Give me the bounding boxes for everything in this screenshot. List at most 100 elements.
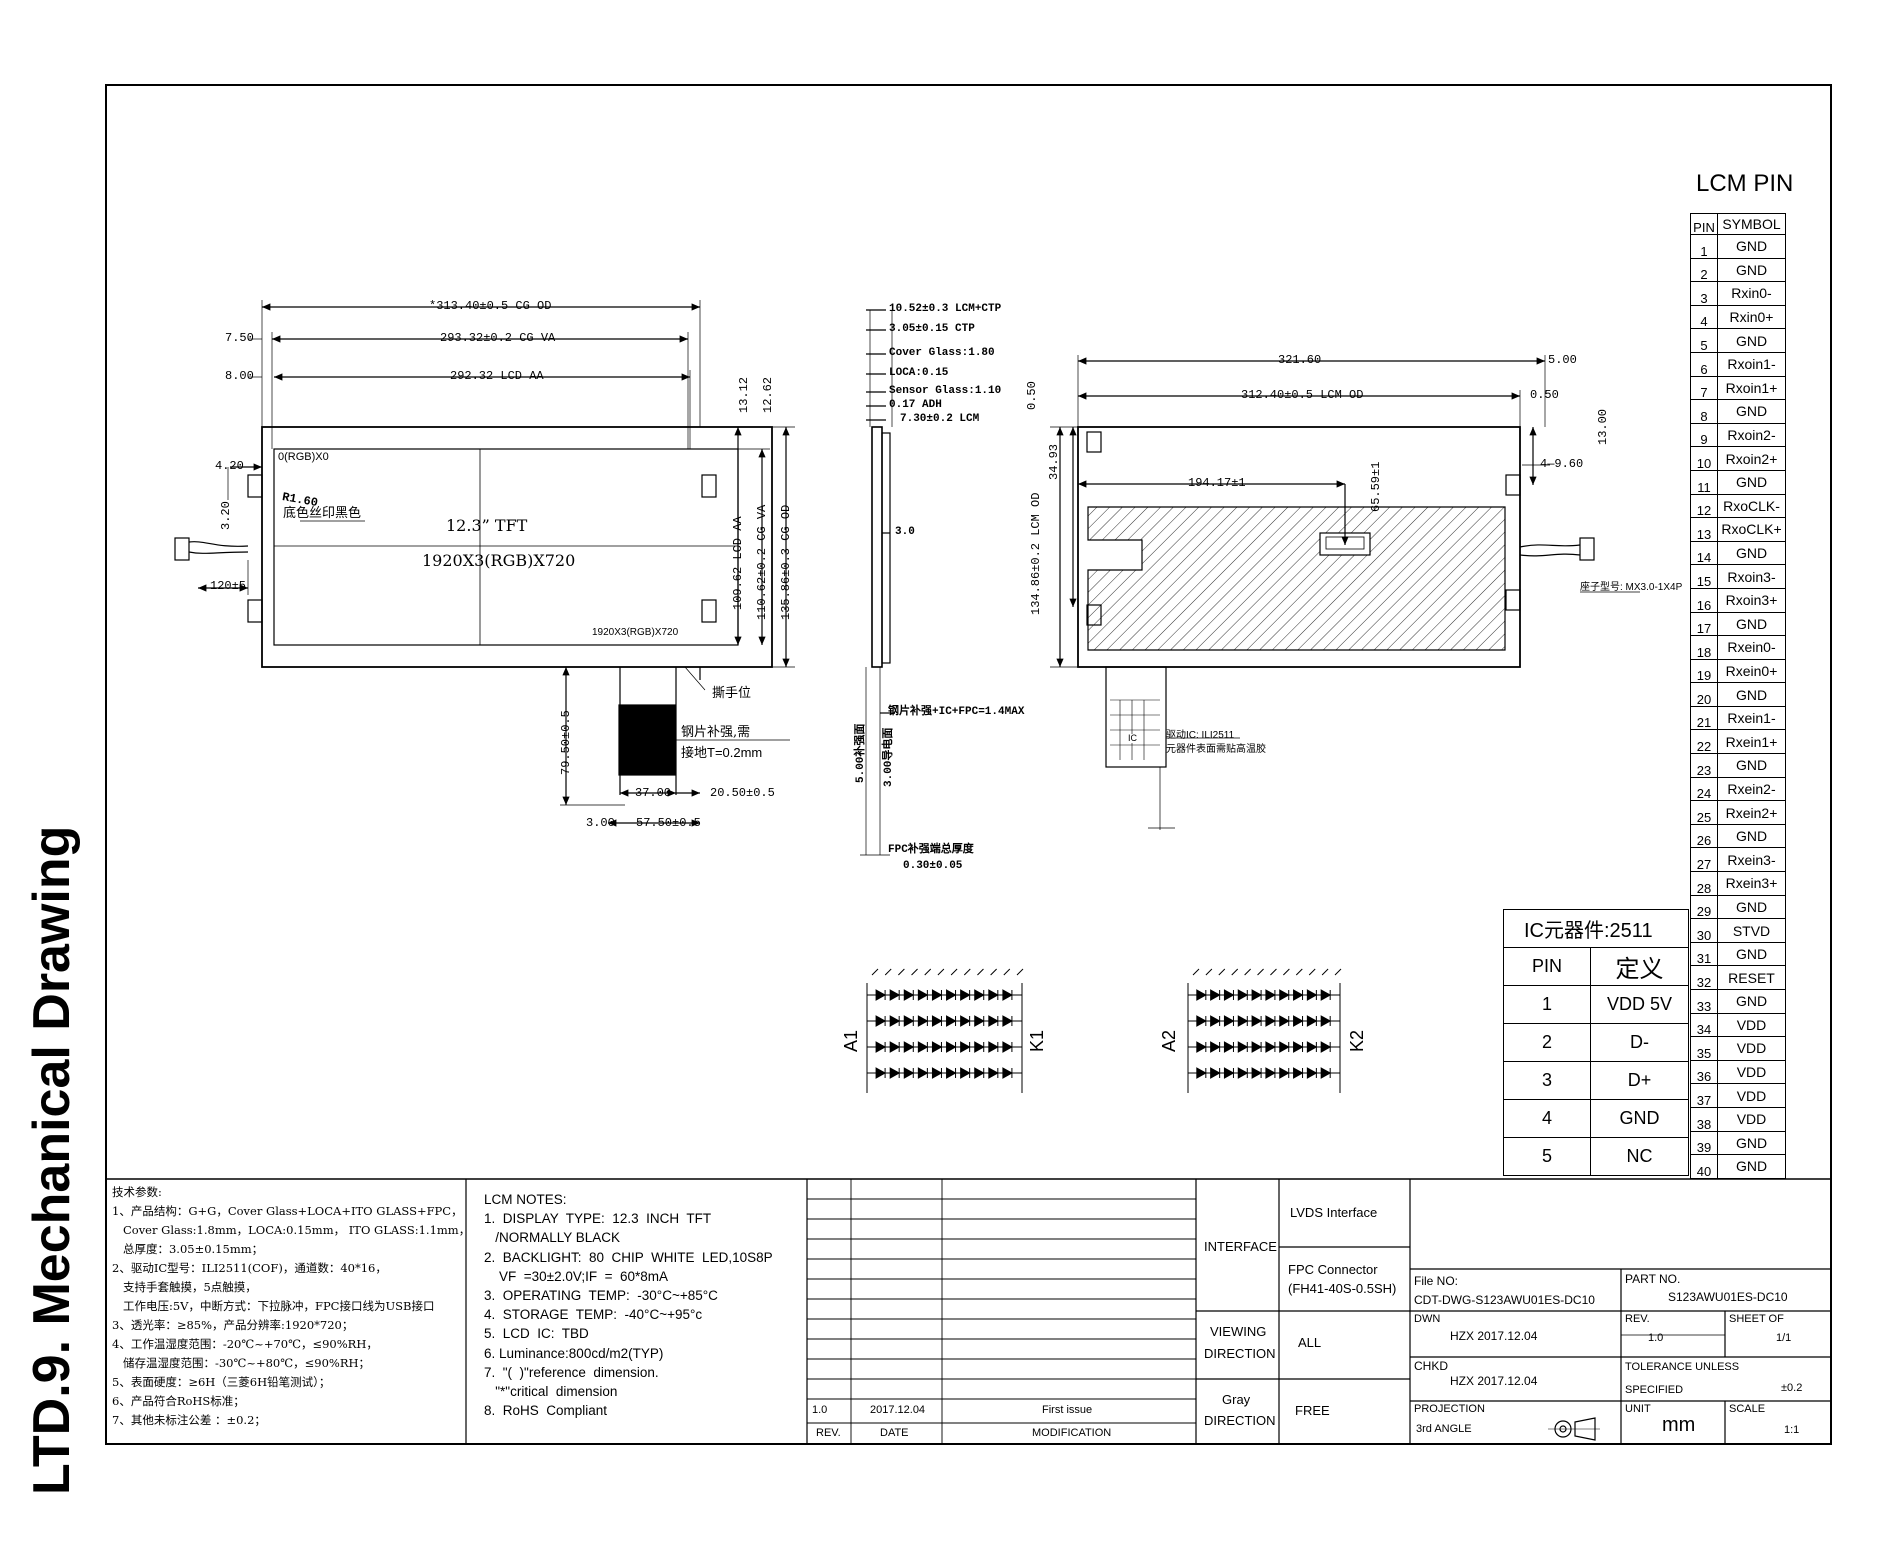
- pin-number: 12: [1690, 493, 1718, 519]
- pin-number: 25: [1690, 800, 1718, 825]
- pin-number: 22: [1690, 729, 1718, 755]
- pin-symbol: Rxein2+: [1717, 800, 1786, 825]
- fpc-steel: [618, 704, 676, 776]
- pin-number: 24: [1690, 776, 1718, 802]
- ic-pin: 1: [1503, 985, 1591, 1024]
- back-194-17: 194.17±1: [1188, 476, 1246, 490]
- lcm-pin-title: LCM PIN: [1696, 170, 1794, 197]
- pin-number: 23: [1690, 753, 1718, 778]
- pin-number: 8: [1690, 399, 1718, 424]
- led-diode: [1265, 989, 1276, 1001]
- pin-symbol: RxoCLK+: [1717, 517, 1786, 542]
- led-emission-ray: [1270, 968, 1277, 976]
- led-diode: [917, 1067, 929, 1079]
- pin-number: 10: [1690, 446, 1718, 471]
- led-emission-ray: [911, 968, 918, 976]
- tech-param-line: 4、工作温湿度范围：-20℃~+70℃，≤90%RH，: [112, 1337, 378, 1351]
- ic-definition: GND: [1590, 1099, 1689, 1138]
- led-diode: [1223, 1041, 1235, 1053]
- scale-label: SCALE: [1729, 1403, 1766, 1415]
- pin-symbol: Rxein0+: [1717, 658, 1786, 684]
- lcm-notes-title: LCM NOTES:: [484, 1192, 567, 1207]
- led-diode: [1002, 1041, 1013, 1053]
- tech-param-line: 5、表面硬度：≥6H（三菱6H铅笔测试）；: [112, 1375, 331, 1389]
- led-diode: [903, 1067, 915, 1079]
- pin-symbol: GND: [1717, 823, 1786, 849]
- dwn-value: HZX 2017.12.04: [1450, 1329, 1538, 1343]
- led-diode: [917, 1015, 929, 1027]
- back-0-50-right: 0.50: [1530, 388, 1559, 402]
- led-diode: [946, 1041, 957, 1053]
- tech-param-line: 3、透光率：≥85%，产品分辨率:1920*720；: [112, 1318, 354, 1332]
- pin-symbol: VDD: [1717, 1059, 1786, 1085]
- pin-number: 6: [1690, 351, 1718, 377]
- gray-value: FREE: [1295, 1403, 1330, 1418]
- pin-symbol: Rxein2-: [1717, 776, 1786, 802]
- rev-col-header: REV.: [816, 1427, 841, 1439]
- pin-number: 14: [1690, 540, 1718, 566]
- led-diode: [974, 1041, 985, 1053]
- dim-lcd-aa-height: 109.62 LCD AA: [731, 516, 745, 610]
- led-diode: [1251, 1067, 1263, 1079]
- pin-number: 11: [1690, 469, 1718, 495]
- led-emission-ray: [1003, 968, 1011, 976]
- display-size-label: 12.3” TFT: [446, 516, 528, 535]
- pin-symbol: Rxoin2+: [1717, 446, 1786, 471]
- pin-symbol: Rxin0+: [1717, 304, 1786, 330]
- ic-table-title: IC元器件:2511: [1503, 909, 1689, 948]
- projection-value: 3rd ANGLE: [1416, 1423, 1472, 1435]
- led-emission-ray: [1244, 968, 1251, 976]
- active-area: [273, 448, 739, 646]
- led-diode: [1265, 1041, 1276, 1053]
- lcm-note-line: 1. DISPLAY TYPE: 12.3 INCH TFT: [484, 1211, 712, 1227]
- pin-symbol: RESET: [1717, 965, 1786, 990]
- led-diode: [1237, 1067, 1249, 1079]
- led-diode: [1320, 1015, 1332, 1027]
- led-diode: [988, 1067, 999, 1079]
- pin-number: 36: [1690, 1059, 1718, 1085]
- tech-param-line: 工作电压:5V，中断方式：下拉脉冲，FPC接口线为USB接口: [112, 1299, 435, 1313]
- led-emission-ray: [1295, 968, 1303, 976]
- connector-model-label: 座子型号: MX3.0-1X4P: [1580, 582, 1683, 593]
- side-ic-fpc: 钢片补强+IC+FPC=1.4MAX: [888, 706, 1025, 718]
- unit-label: UNIT: [1625, 1403, 1651, 1415]
- pin-number: 33: [1690, 989, 1718, 1014]
- pin-symbol: VDD: [1717, 1083, 1786, 1108]
- side-lcm: 7.30±0.2 LCM: [900, 413, 980, 425]
- tech-param-line: 储存温湿度范围：-30℃~+80℃，≤90%RH；: [112, 1356, 371, 1370]
- chkd-value: HZX 2017.12.04: [1450, 1374, 1538, 1388]
- led-diode: [875, 1015, 887, 1027]
- lcm-note-line: VF =30±2.0V;IF = 60*8mA: [484, 1268, 668, 1284]
- pin-symbol: Rxin0-: [1717, 281, 1786, 306]
- pin-number: 40: [1690, 1154, 1718, 1179]
- dwn-label: DWN: [1414, 1313, 1441, 1325]
- pin-number: 38: [1690, 1106, 1718, 1132]
- led-diode: [903, 1041, 915, 1053]
- sheet-value: 1/1: [1776, 1332, 1792, 1344]
- led-diode: [946, 1067, 957, 1079]
- part-no: S123AWU01ES-DC10: [1668, 1290, 1788, 1304]
- pin-number: 29: [1690, 894, 1718, 920]
- tear-tab-label: 撕手位: [712, 686, 752, 701]
- lcm-note-line: 5. LCD IC: TBD: [484, 1326, 589, 1342]
- dim-12-62: 12.62: [761, 376, 775, 413]
- led-diode: [1320, 1067, 1332, 1079]
- led-emission-ray: [977, 968, 984, 976]
- symbol-header: SYMBOL: [1717, 213, 1786, 235]
- side-fpc-thk-label: FPC补强端总厚度: [888, 844, 974, 856]
- steel-note-line2: 接地T=0.2mm: [681, 745, 763, 760]
- dim-cg-va-width: 293.32±0.2 CG VA: [440, 331, 556, 345]
- led-emission-ray: [884, 968, 892, 976]
